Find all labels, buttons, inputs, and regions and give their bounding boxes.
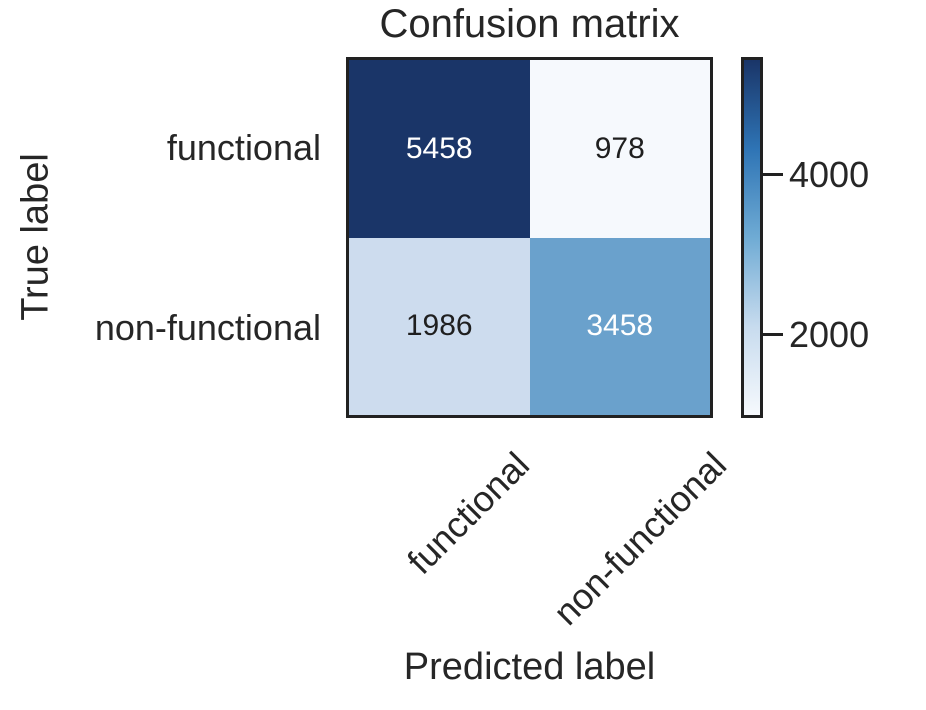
y-tick-label-functional: functional (166, 127, 321, 168)
heatmap-cell-true-non-functional-pred-non-functional: 3458 (529, 237, 710, 415)
colorbar (741, 57, 763, 418)
y-axis-label: True label (14, 153, 57, 321)
cell-value: 3458 (586, 309, 654, 343)
cell-value: 1986 (405, 309, 473, 343)
y-tick-label-non-functional: non-functional (94, 307, 321, 348)
heatmap-grid: 5458 978 1986 3458 (346, 57, 713, 418)
colorbar-tick-label-2000: 2000 (789, 314, 870, 355)
colorbar-tick-label-4000: 4000 (789, 154, 870, 195)
x-tick-label-functional: functional (399, 444, 537, 582)
heatmap-cell-true-functional-pred-functional: 5458 (349, 60, 530, 238)
chart-title: Confusion matrix (379, 2, 680, 46)
colorbar-gradient (744, 60, 760, 415)
heatmap-cell-true-non-functional-pred-functional: 1986 (349, 237, 530, 415)
heatmap-cell-true-functional-pred-non-functional: 978 (529, 60, 710, 238)
colorbar-tick-mark-2000 (760, 333, 783, 336)
colorbar-tick-mark-4000 (760, 173, 783, 176)
x-tick-label-non-functional: non-functional (545, 444, 734, 633)
x-axis-label: Predicted label (403, 646, 656, 688)
cell-value: 978 (594, 131, 645, 165)
cell-value: 5458 (405, 131, 473, 165)
